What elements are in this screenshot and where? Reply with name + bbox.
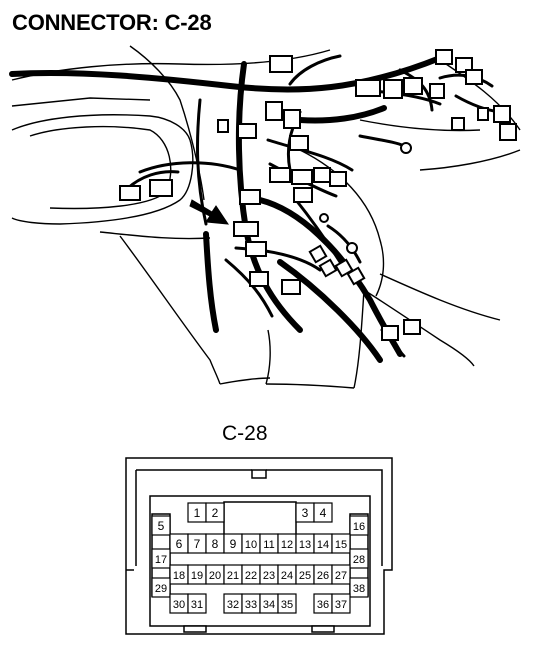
pin-11: 11: [259, 533, 279, 554]
pin-number: 26: [317, 570, 329, 582]
pin-21: 21: [223, 564, 243, 585]
pin-number: 15: [335, 539, 347, 551]
pin-number: 20: [209, 570, 221, 582]
pin-number: 13: [299, 539, 311, 551]
pin-number: 19: [191, 570, 203, 582]
pin-15: 15: [331, 533, 351, 554]
pin-cell: [349, 577, 369, 598]
pin-1: 1: [187, 502, 207, 523]
pin-19: 19: [187, 564, 207, 585]
pin-3: 3: [295, 502, 315, 523]
pin-cell: [313, 502, 333, 523]
pin-9: 9: [223, 533, 243, 554]
pin-31: 31: [187, 593, 207, 614]
pin-number: 33: [245, 599, 257, 611]
pin-32: 32: [223, 593, 243, 614]
pin-17: 17: [151, 548, 171, 569]
pin-number: 9: [230, 537, 237, 551]
pin-number: 18: [173, 570, 185, 582]
page-title: CONNECTOR: C-28: [12, 10, 212, 35]
pin-25: 25: [295, 564, 315, 585]
pin-number: 16: [353, 521, 365, 533]
pin-38: 38: [349, 577, 369, 598]
pin-2: 2: [205, 502, 225, 523]
pin-27: 27: [331, 564, 351, 585]
pin-24: 24: [277, 564, 297, 585]
pin-36: 36: [313, 593, 333, 614]
pin-number: 7: [194, 537, 201, 551]
pin-10: 10: [241, 533, 261, 554]
pin-number: 6: [176, 537, 183, 551]
pin-22: 22: [241, 564, 261, 585]
pin-number: 22: [245, 570, 257, 582]
pin-cell: [151, 577, 171, 598]
connector-label: C-28: [222, 422, 268, 445]
pin-number: 3: [302, 506, 309, 520]
pin-29: 29: [151, 577, 171, 598]
pin-28: 28: [349, 548, 369, 569]
pin-cell: [331, 564, 351, 585]
pin-number: 24: [281, 570, 293, 582]
pin-number: 36: [317, 599, 329, 611]
pin-number: 30: [173, 599, 185, 611]
pin-cell: [151, 548, 171, 569]
pin-35: 35: [277, 593, 297, 614]
pin-number: 5: [158, 519, 165, 533]
pin-number: 12: [281, 539, 293, 551]
pin-number: 27: [335, 570, 347, 582]
pin-cell: [151, 515, 171, 536]
pin-34: 34: [259, 593, 279, 614]
pin-number: 23: [263, 570, 275, 582]
pin-number: 38: [353, 583, 365, 595]
pin-4: 4: [313, 502, 333, 523]
pin-number: 29: [155, 583, 167, 595]
pin-7: 7: [187, 533, 207, 554]
pin-number: 31: [191, 599, 203, 611]
pin-number: 4: [320, 506, 327, 520]
pin-8: 8: [205, 533, 225, 554]
pin-cell: [331, 593, 351, 614]
pin-cell: [331, 533, 351, 554]
pin-30: 30: [169, 593, 189, 614]
pin-number: 28: [353, 554, 365, 566]
location-arrow: [189, 199, 229, 225]
pin-number: 2: [212, 506, 219, 520]
harness-connectors: [119, 49, 517, 341]
pin-23: 23: [259, 564, 279, 585]
pin-number: 8: [212, 537, 219, 551]
pin-16: 16: [349, 515, 369, 536]
pin-number: 32: [227, 599, 239, 611]
dashboard-outline: [11, 45, 521, 389]
pin-18: 18: [169, 564, 189, 585]
pin-cell: [277, 593, 297, 614]
pin-number: 21: [227, 570, 239, 582]
pin-number: 14: [317, 539, 329, 551]
pin-6: 6: [169, 533, 189, 554]
pin-number: 10: [245, 539, 257, 551]
pin-cell: [187, 593, 207, 614]
pin-number: 25: [299, 570, 311, 582]
pin-number: 37: [335, 599, 347, 611]
pin-cell: [349, 515, 369, 536]
pin-33: 33: [241, 593, 261, 614]
pin-cell: [205, 502, 225, 523]
pin-20: 20: [205, 564, 225, 585]
pin-14: 14: [313, 533, 333, 554]
pin-number: 11: [263, 539, 274, 551]
pin-13: 13: [295, 533, 315, 554]
pin-number: 1: [194, 506, 201, 520]
pin-12: 12: [277, 533, 297, 554]
pin-number: 35: [281, 599, 293, 611]
pin-cell: [349, 548, 369, 569]
pin-26: 26: [313, 564, 333, 585]
pin-5: 5: [151, 515, 171, 536]
pin-number: 17: [155, 554, 167, 566]
ground-terminals: [319, 142, 412, 254]
wiring-harness-illustration: [9, 45, 521, 389]
pin-number: 34: [263, 599, 275, 611]
connector-latch: [251, 469, 267, 479]
pin-37: 37: [331, 593, 351, 614]
